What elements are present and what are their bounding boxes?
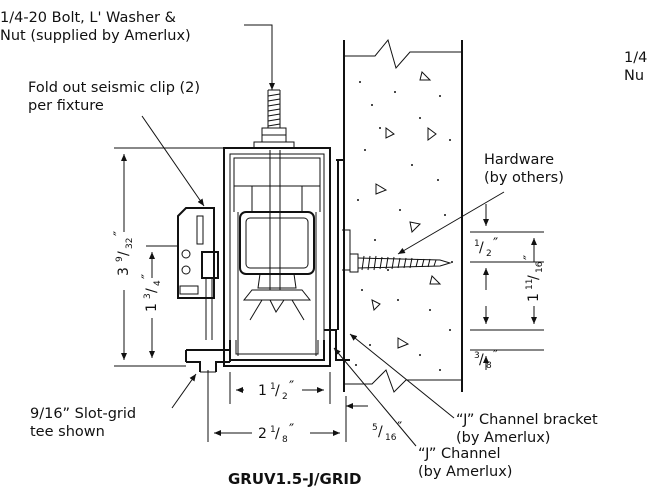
svg-text:4: 4 <box>153 280 163 286</box>
svg-text:1: 1 <box>474 239 480 249</box>
seismic-clip <box>177 207 219 340</box>
svg-text:16: 16 <box>535 261 545 273</box>
tee-label-line2: tee shown <box>30 424 105 440</box>
svg-text:3: 3 <box>143 293 153 299</box>
lamp-module <box>239 211 315 321</box>
svg-text:1: 1 <box>270 425 276 435</box>
bolt-label-line2: Nut (supplied by Amerlux) <box>0 28 191 44</box>
dim-clip-height: 1 3 / 4 ″ <box>140 274 163 312</box>
hardware-label-line2: (by others) <box>484 170 564 186</box>
clip-label-line2: per fixture <box>28 98 104 114</box>
svg-text:9: 9 <box>115 256 125 262</box>
svg-text:/: / <box>144 288 160 293</box>
channel-label-line1: “J” Channel <box>418 446 501 462</box>
svg-text:2: 2 <box>282 392 288 402</box>
svg-text:/: / <box>479 352 484 368</box>
bolt-label-line1: 1/4-20 Bolt, L' Washer & <box>0 10 176 26</box>
svg-text:1: 1 <box>526 293 542 302</box>
svg-text:/: / <box>479 240 484 256</box>
hardware-label-line1: Hardware <box>484 152 554 168</box>
channel-label-line2: (by Amerlux) <box>418 464 512 480</box>
figure-caption: GRUV1.5-J/GRID <box>228 470 361 488</box>
leader-lines <box>141 24 505 447</box>
svg-text:1: 1 <box>258 383 267 399</box>
bolt <box>253 89 295 149</box>
svg-text:2: 2 <box>486 249 492 259</box>
svg-text:″: ″ <box>522 255 538 260</box>
dim-wall-height: 1 11 / 16 ″ <box>522 255 545 302</box>
tee-label-line1: 9/16” Slot-grid <box>30 406 136 422</box>
dim-hardware-gap: 1 / 2 ″ <box>474 236 498 259</box>
j-channel-bracket <box>336 159 351 330</box>
bracket-label-line2: (by Amerlux) <box>456 430 550 446</box>
svg-text:3: 3 <box>116 267 132 276</box>
dimension-lines <box>114 147 544 442</box>
svg-text:/: / <box>378 424 383 440</box>
svg-text:″: ″ <box>289 422 294 438</box>
concrete-texture <box>355 81 453 371</box>
svg-text:3: 3 <box>474 351 480 361</box>
j-channel <box>229 329 350 361</box>
hardware-screw <box>349 253 452 273</box>
dim-inner-width: 1 1 / 2 ″ <box>258 379 294 402</box>
svg-text:/: / <box>275 383 280 399</box>
svg-text:5: 5 <box>372 423 378 433</box>
svg-text:32: 32 <box>125 238 135 249</box>
svg-text:11: 11 <box>525 279 535 290</box>
svg-text:″: ″ <box>112 231 128 236</box>
svg-text:″: ″ <box>140 274 156 279</box>
right-clip-label-line1: 1/4 <box>624 50 647 66</box>
dim-offset: 5 / 16 ″ <box>372 420 402 443</box>
svg-text:″: ″ <box>493 348 498 364</box>
svg-text:1: 1 <box>270 382 276 392</box>
clip-label-line1: Fold out seismic clip (2) <box>28 80 200 96</box>
svg-text:″: ″ <box>289 379 294 395</box>
dim-overall-width: 2 1 / 8 ″ <box>258 422 294 445</box>
svg-text:2: 2 <box>258 426 267 442</box>
svg-text:/: / <box>526 275 542 280</box>
svg-text:8: 8 <box>282 435 288 445</box>
concrete-aggregate <box>371 71 442 349</box>
bracket-label-line1: “J” Channel bracket <box>456 412 598 428</box>
right-clip-label-line2: Nu <box>624 68 644 84</box>
svg-text:/: / <box>275 426 280 442</box>
dim-bottom-gap: 3 / 8 ″ <box>474 348 498 371</box>
concrete-wall <box>343 38 463 393</box>
svg-text:16: 16 <box>385 433 397 443</box>
svg-text:″: ″ <box>397 420 402 436</box>
svg-text:″: ″ <box>493 236 498 252</box>
svg-text:/: / <box>116 251 132 256</box>
svg-text:8: 8 <box>486 361 492 371</box>
dim-overall-height: 3 9 / 32 ″ <box>112 231 135 276</box>
svg-text:1: 1 <box>144 303 160 312</box>
